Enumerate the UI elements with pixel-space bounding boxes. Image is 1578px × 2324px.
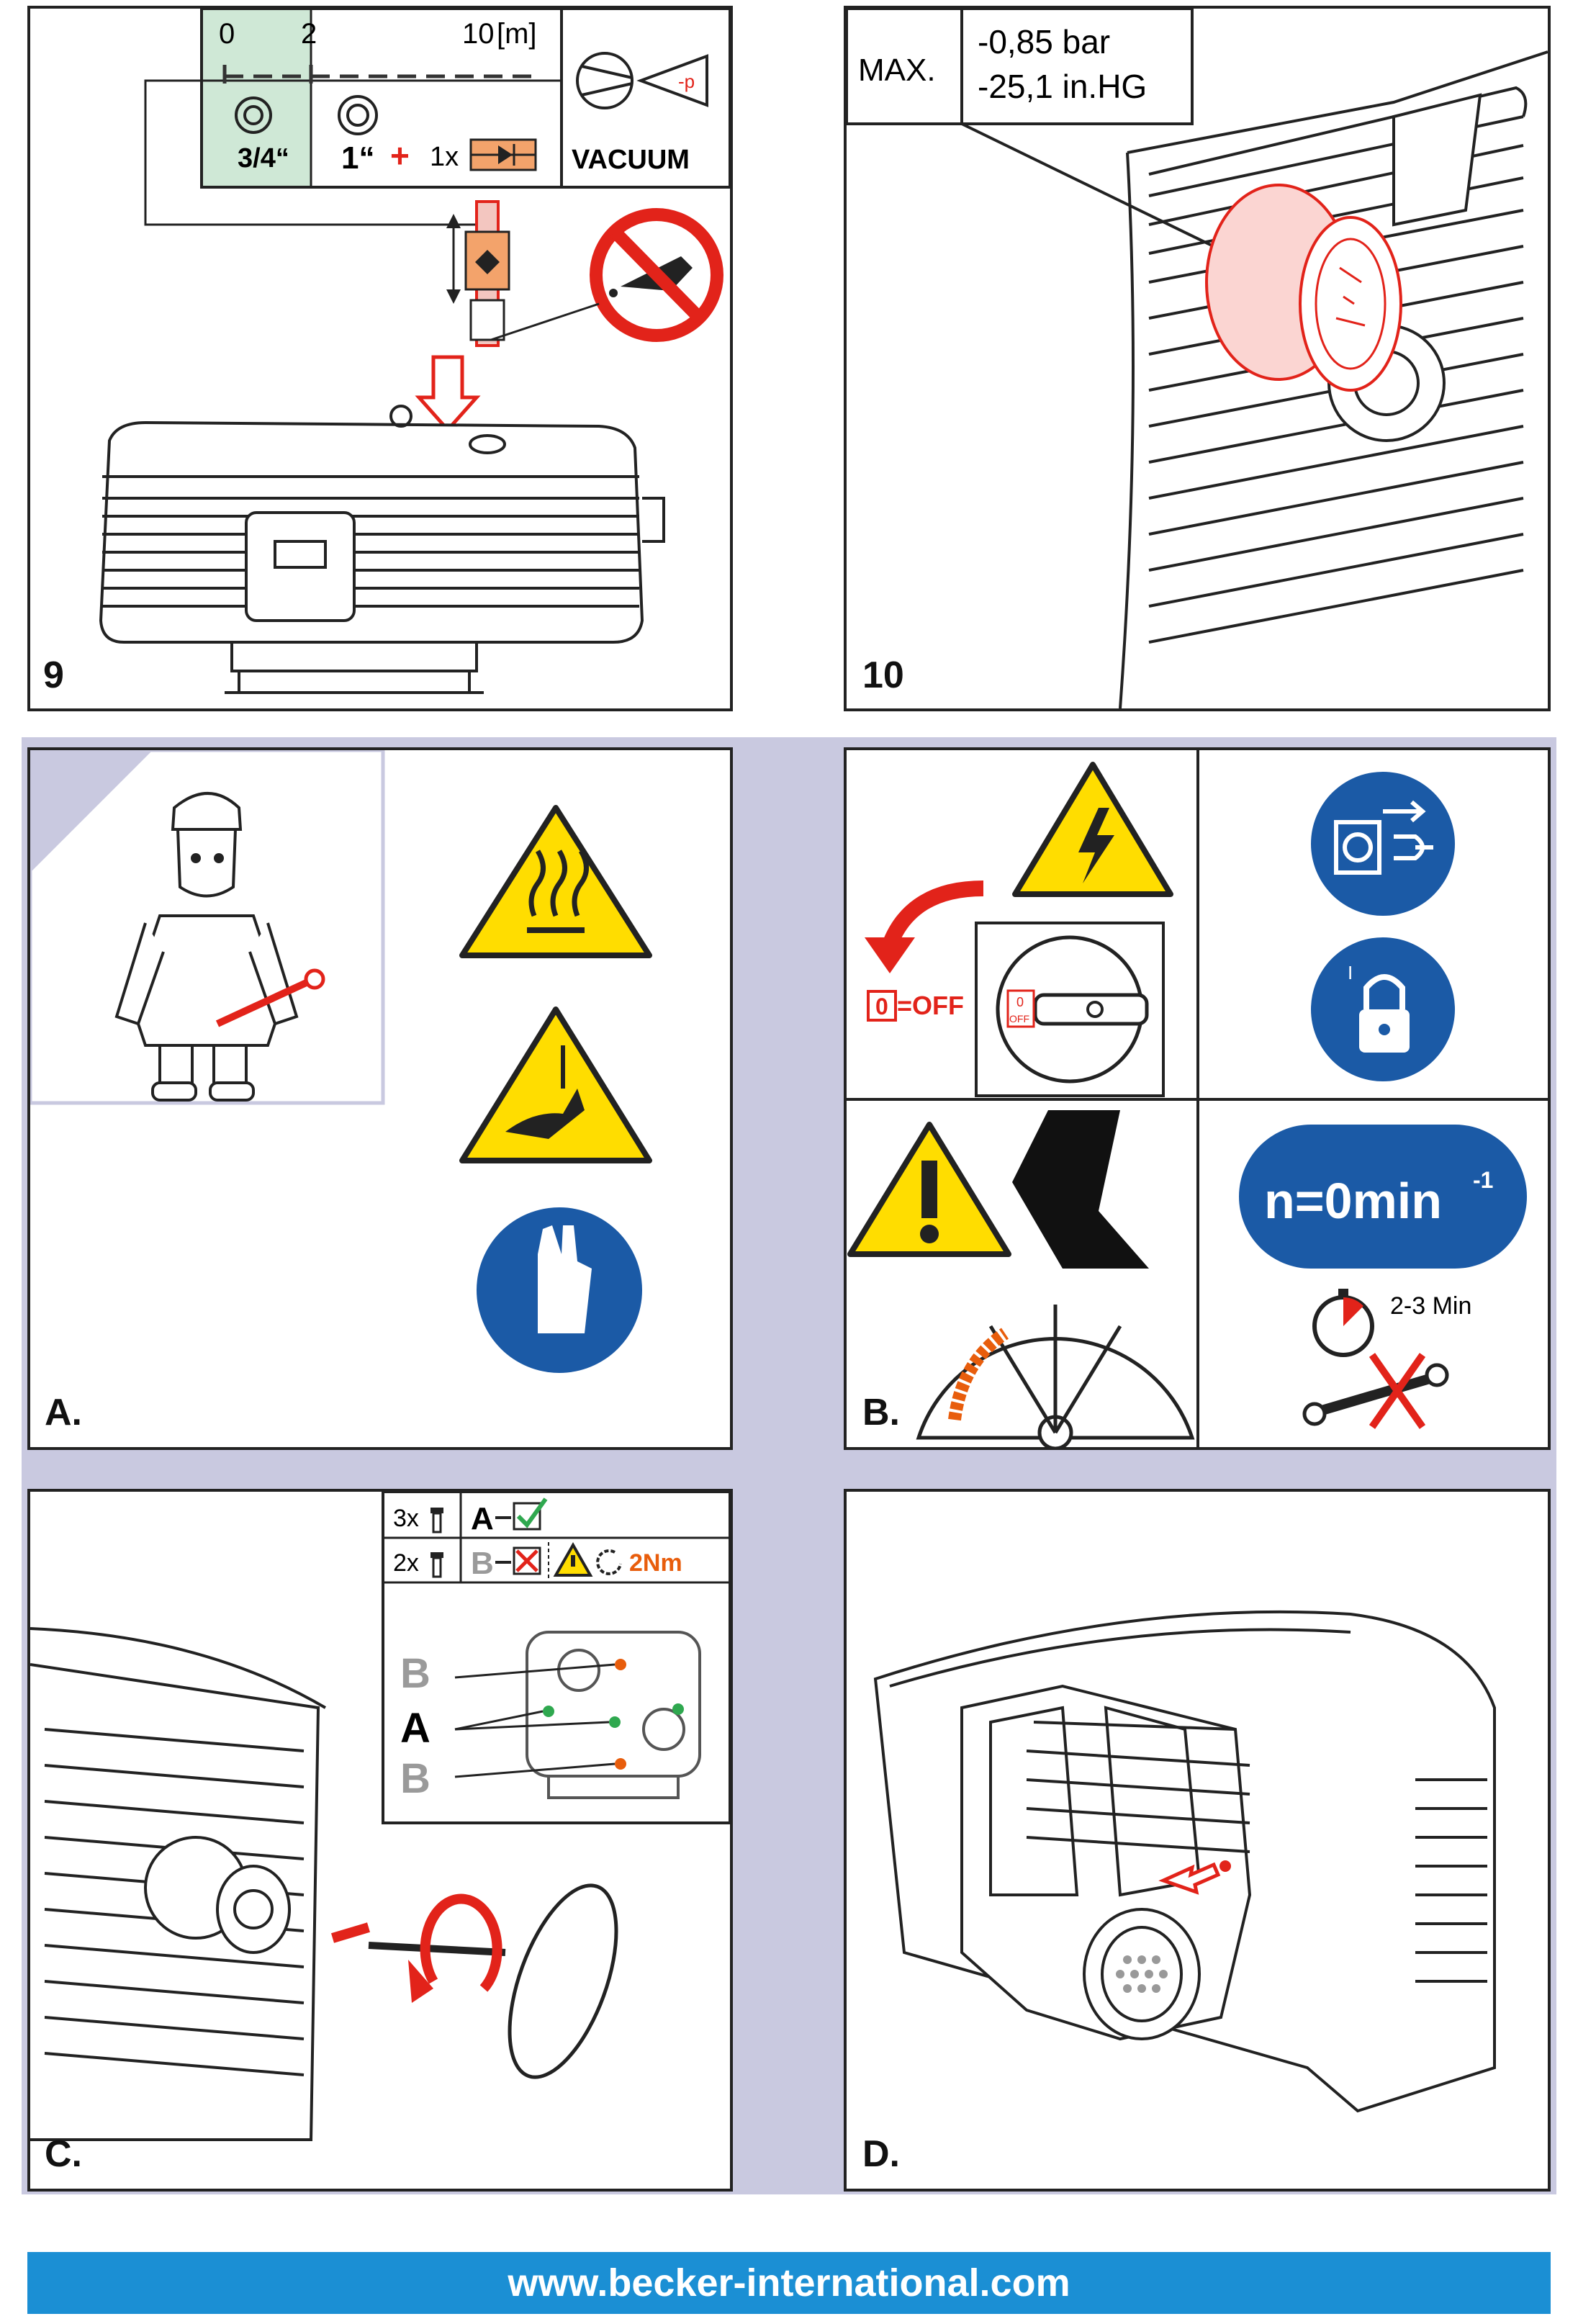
panel-9-illustration: 0 2 10 [m] 3/4“ 1“ + 1x <box>99 9 730 694</box>
technician-icon <box>114 792 299 1102</box>
disconnect-mains-icon <box>1311 772 1455 916</box>
scale-end: 10 <box>462 18 495 50</box>
motor-housing-drawing <box>30 1627 327 2141</box>
screw-icon-2 <box>430 1552 443 1578</box>
row2-count: 2x <box>393 1549 419 1577</box>
fan-grid-icon <box>1116 1955 1168 1993</box>
torque-icon <box>596 1549 622 1575</box>
main-switch-icon <box>975 922 1165 1097</box>
panel-9: 0 2 10 [m] 3/4“ 1“ + 1x <box>27 6 733 711</box>
knob-zero: 0 <box>1016 995 1024 1009</box>
callout-b-top: B <box>400 1650 430 1697</box>
callout-a: A <box>400 1705 430 1752</box>
panel-c: 3x A 2x B 2Nm <box>27 1489 733 2192</box>
speed-exp: -1 <box>1473 1167 1493 1193</box>
stopwatch-icon <box>1312 1289 1374 1357</box>
off-text: =OFF <box>897 991 964 1020</box>
no-oil-icon <box>590 208 723 342</box>
panel-a-label: A. <box>45 1392 82 1433</box>
panel-9-label: 9 <box>43 654 64 696</box>
pipe-large-icon <box>338 95 378 135</box>
cross-icon <box>513 1546 541 1575</box>
caution-icon <box>553 1541 593 1577</box>
speed-badge <box>1239 1125 1527 1269</box>
panel-c-label: C. <box>45 2133 82 2175</box>
pump-drawing <box>99 405 665 694</box>
sharp-edges-warning-icon <box>459 1006 652 1163</box>
wear-gloves-icon <box>477 1207 642 1373</box>
panel-a: A. <box>27 747 733 1450</box>
torque-value: 2Nm <box>629 1549 682 1577</box>
screw-icon <box>430 1508 443 1533</box>
panel-a-illustration <box>30 750 652 1373</box>
pipe-large-label: 1“ <box>341 140 374 176</box>
knob-off: OFF <box>1009 1013 1029 1024</box>
pressure-inhg: -25,1 in.HG <box>978 68 1147 105</box>
wait-time: 2-3 Min <box>1390 1292 1471 1320</box>
electric-warning-icon <box>1012 762 1173 897</box>
check-valve-icon <box>469 138 537 171</box>
pressure-bar: -0,85 bar <box>978 23 1110 60</box>
panel-b: 0 =OFF 0 OFF I <box>844 747 1551 1450</box>
panel-d-label: D. <box>862 2133 900 2175</box>
vacuum-valve-icon <box>1205 184 1402 392</box>
hot-surface-warning-icon <box>459 805 652 958</box>
scale-start: 0 <box>219 18 235 50</box>
t-handle-tool-icon <box>508 1883 618 2079</box>
lockout-icon: I <box>1311 937 1455 1081</box>
max-label: MAX. <box>858 53 936 88</box>
plus-sign: + <box>390 137 410 174</box>
pipe-small-icon <box>235 96 272 134</box>
callout-b-bottom: B <box>400 1755 430 1802</box>
pump-symbol: -p <box>678 71 695 92</box>
panel-d: D. <box>844 1489 1551 2192</box>
check-icon <box>513 1497 548 1531</box>
row1-letter: A <box>471 1501 494 1536</box>
panel-b-illustration: 0 =OFF 0 OFF I <box>847 750 1548 1447</box>
speed-main: n=0min <box>1264 1173 1442 1229</box>
scale-mid: 2 <box>301 18 317 50</box>
footer-url-bar: www.becker-international.com <box>27 2252 1551 2314</box>
row1-count: 3x <box>393 1505 419 1532</box>
svg-text:I: I <box>1348 962 1353 983</box>
vacuum-label: VACUUM <box>572 145 690 175</box>
panel-10-label: 10 <box>862 654 904 696</box>
pipe-small-label: 3/4“ <box>238 143 289 174</box>
panel-d-illustration <box>873 1610 1496 2113</box>
valve-count: 1x <box>430 142 459 172</box>
panel-c-illustration: 3x A 2x B 2Nm <box>30 1492 730 2141</box>
general-warning-icon <box>847 1122 1011 1257</box>
footer-url[interactable]: www.becker-international.com <box>508 2261 1070 2305</box>
switch-position: 0 <box>875 994 888 1019</box>
row2-letter: B <box>471 1546 494 1581</box>
no-wrench-icon <box>1302 1353 1449 1429</box>
panel-b-label: B. <box>862 1392 900 1433</box>
scale-unit: [m] <box>497 18 537 50</box>
panel-10: MAX. -0,85 bar -25,1 in.HG <box>844 6 1551 711</box>
rotate-arrow-icon <box>408 1893 502 2003</box>
panel-10-illustration: MAX. -0,85 bar -25,1 in.HG <box>847 9 1548 708</box>
fan-cover-drawing <box>873 1610 1496 2113</box>
rotating-parts-icon <box>916 1110 1195 1447</box>
vacuum-pump-icon <box>576 52 708 109</box>
